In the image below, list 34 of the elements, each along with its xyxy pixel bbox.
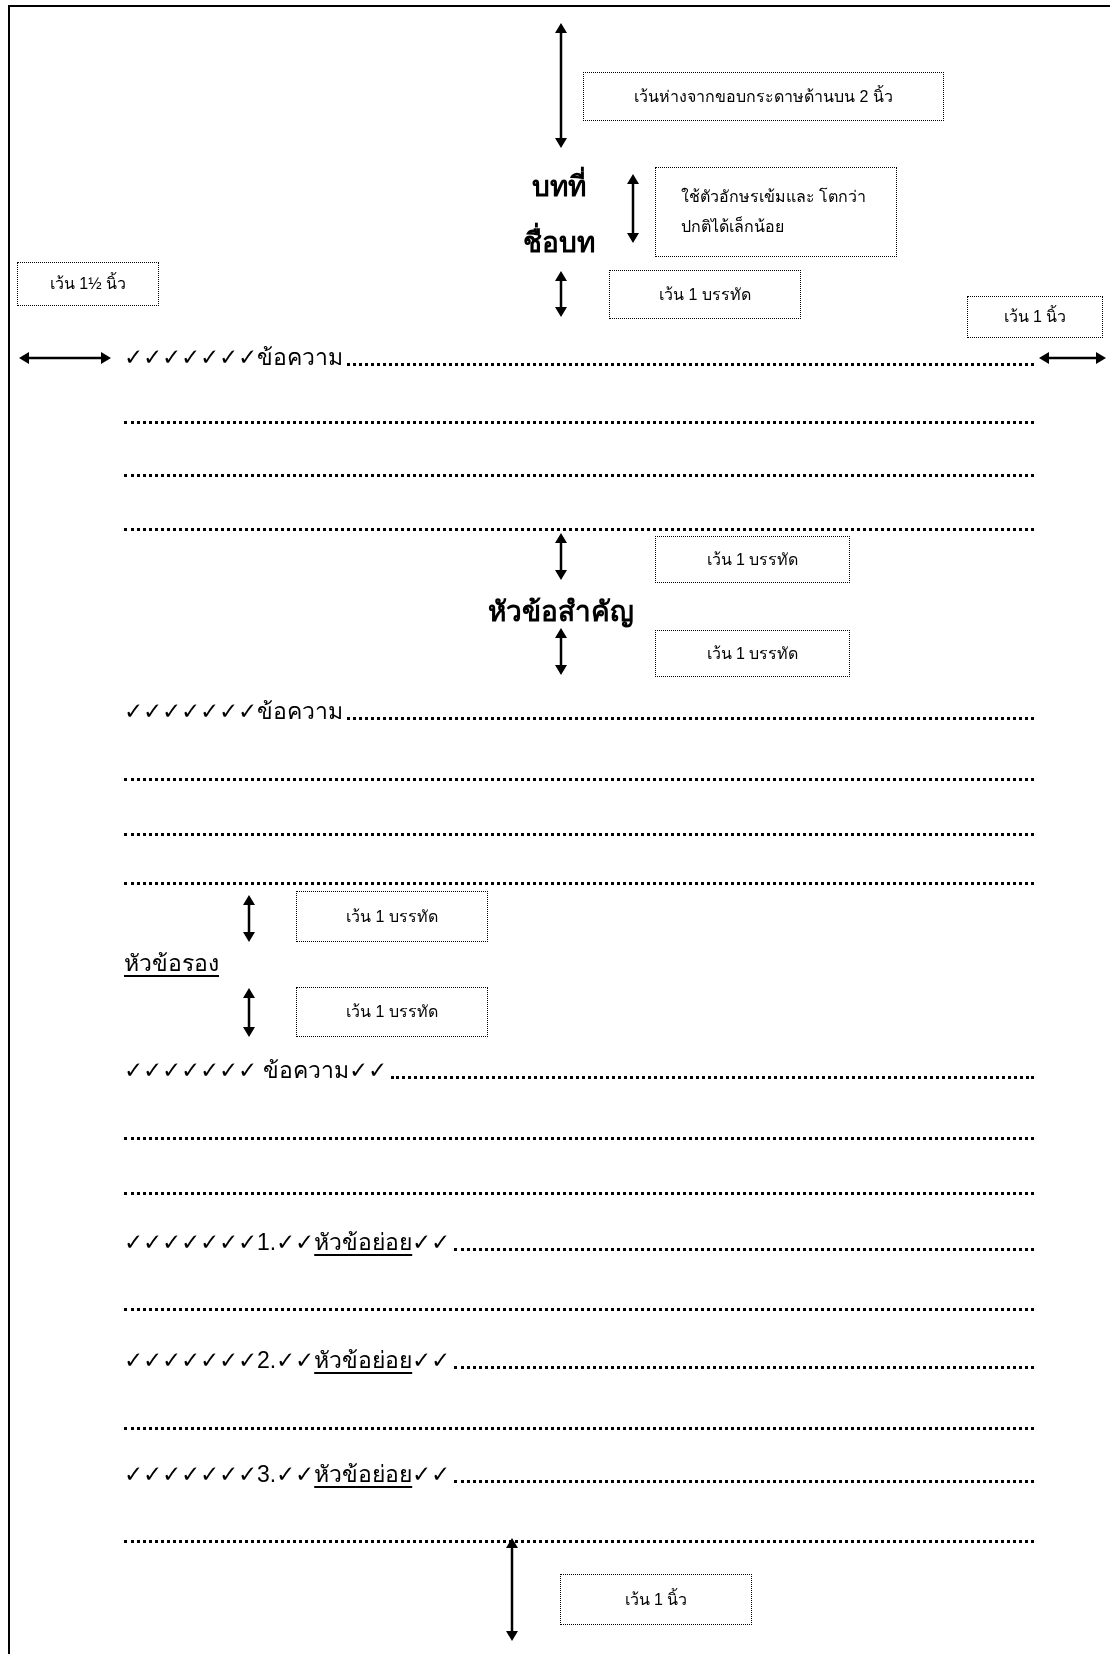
callout-box [583, 72, 944, 121]
subtopic-heading: หัวข้อย่อย [314, 1460, 413, 1489]
note-text: เว้น 1 นิ้ว [1003, 302, 1067, 332]
note-text: เว้น 1½ นิ้ว [49, 269, 127, 299]
paragraph-text: ✓✓✓✓✓✓✓2.✓✓ [124, 1346, 315, 1375]
paragraph-text: ✓✓✓✓✓✓✓ข้อความ [124, 697, 343, 726]
subtopic-heading: หัวข้อย่อย [314, 1228, 413, 1257]
paragraph-text: ✓✓✓✓✓✓✓ ข้อความ✓✓ [124, 1056, 388, 1085]
callout-box [655, 536, 850, 583]
paragraph-text: ✓✓✓✓✓✓✓1.✓✓ [124, 1228, 315, 1257]
note-text: เว้นห่างจากขอบกระดาษด้านบน 2 นิ้ว [634, 84, 893, 107]
callout-box [296, 987, 488, 1037]
paragraph-text: ✓✓✓✓✓✓✓ข้อความ [124, 343, 343, 372]
callout-box [560, 1574, 752, 1625]
paragraph-text: ✓✓ [412, 1228, 451, 1257]
callout-box [655, 630, 850, 677]
subtopic-heading: หัวข้อย่อย [314, 1346, 413, 1375]
paragraph-text: ✓✓ [412, 1346, 451, 1375]
callout-box [655, 167, 897, 257]
note-text: เว้น 1 บรรทัด [706, 643, 799, 664]
note-text: เว้น 1 นิ้ว [624, 1587, 688, 1610]
note-text: เว้น 1 บรรทัด [706, 549, 799, 570]
callout-box [609, 270, 801, 319]
callout-box [296, 891, 488, 942]
note-text: ใช้ตัวอักษรเข้มและ โตกว่าปกติได้เล็กน้อย [681, 186, 868, 237]
paragraph-text: ✓✓ [412, 1460, 451, 1489]
paragraph-text: ✓✓✓✓✓✓✓3.✓✓ [124, 1460, 315, 1489]
note-text: เว้น 1 บรรทัด [346, 1002, 438, 1022]
heading: หัวข้อสำคัญ [488, 595, 634, 629]
note-text: เว้น 1 บรรทัด [346, 906, 438, 927]
callout-box [967, 296, 1103, 338]
subheading: หัวข้อรอง [124, 949, 219, 978]
callout-box [17, 262, 159, 306]
note-text: เว้น 1 บรรทัด [659, 284, 751, 305]
